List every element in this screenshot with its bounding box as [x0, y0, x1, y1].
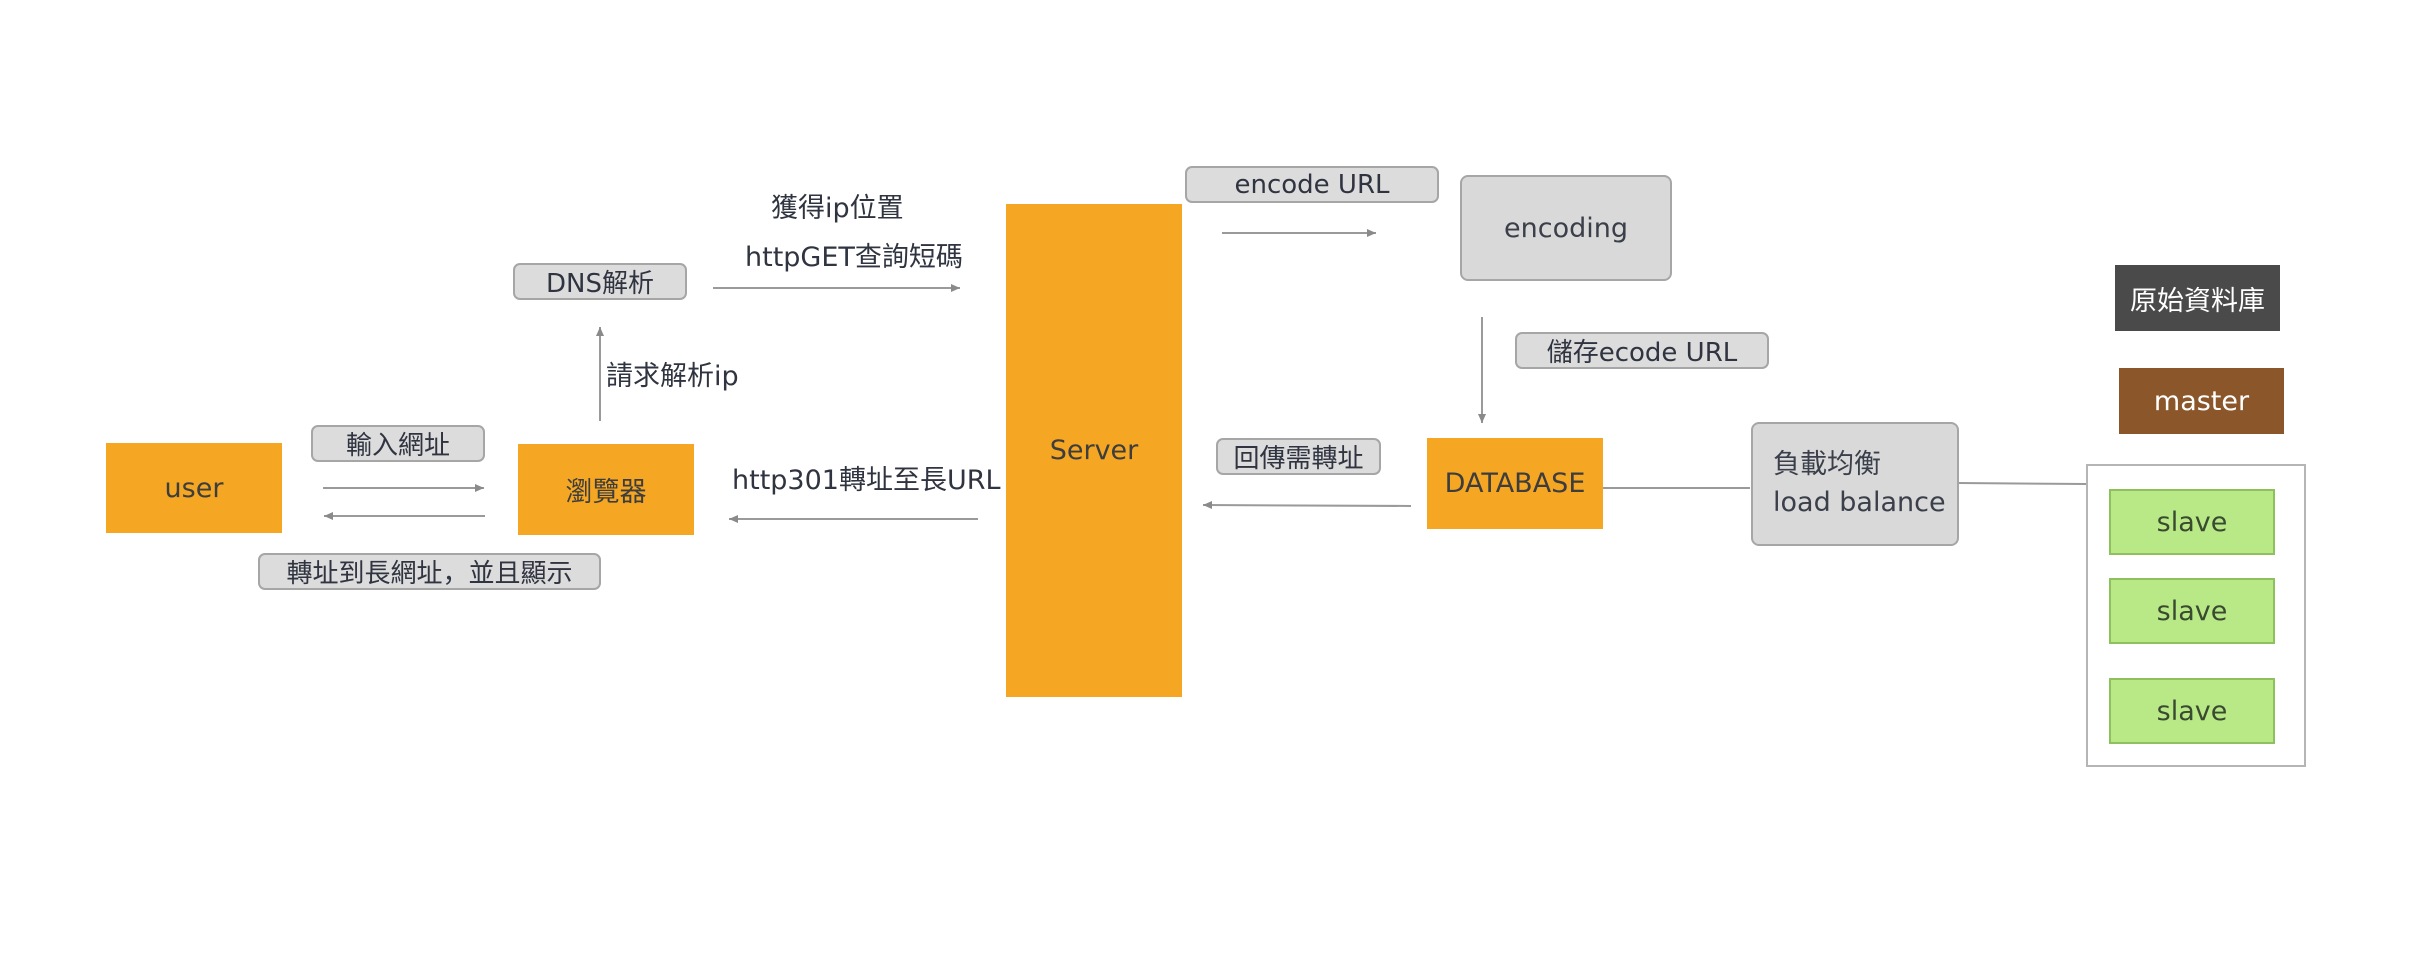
encode-url-tag: encode URL — [1185, 166, 1439, 203]
load-balance-label-en: load balance — [1773, 487, 1946, 518]
store-encode-url-tag: 儲存ecode URL — [1515, 332, 1769, 369]
load-balance-label-zh: 負載均衡 — [1773, 449, 1881, 480]
return-redirect-tag: 回傳需轉址 — [1216, 438, 1381, 475]
http-get-query-label: httpGET查詢短碼 — [745, 242, 963, 273]
line-loadbalance-to-slaves — [1957, 482, 2087, 485]
dns-node: DNS解析 — [513, 263, 687, 300]
encoding-node: encoding — [1460, 175, 1672, 281]
user-node: user — [106, 443, 282, 533]
request-resolve-ip-label: 請求解析ip — [606, 361, 739, 392]
http-301-label: http301轉址至長URL — [732, 465, 1001, 496]
master-node: master — [2119, 368, 2284, 434]
input-url-tag: 輸入網址 — [311, 425, 485, 462]
get-ip-location-label: 獲得ip位置 — [771, 193, 904, 224]
server-node: Server — [1006, 204, 1182, 697]
browser-node: 瀏覽器 — [518, 444, 694, 535]
original-db-legend: 原始資料庫 — [2115, 265, 2280, 331]
load-balance-node: 負載均衡 load balance — [1751, 422, 1959, 546]
database-node: DATABASE — [1427, 438, 1603, 529]
arrow-database-to-server — [1202, 501, 1412, 510]
redirect-display-tag: 轉址到長網址，並且顯示 — [258, 553, 601, 590]
slave-node-1: slave — [2109, 489, 2275, 555]
slave-node-2: slave — [2109, 578, 2275, 644]
slave-node-3: slave — [2109, 678, 2275, 744]
